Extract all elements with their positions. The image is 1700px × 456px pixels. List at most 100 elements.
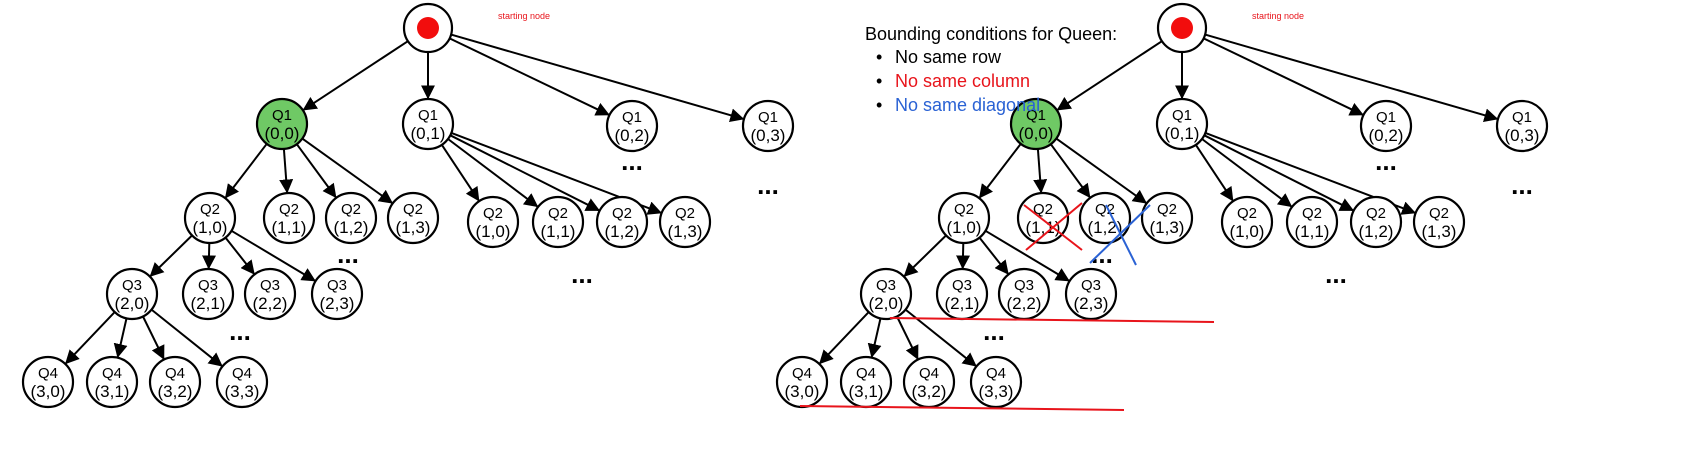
left-tree-q2-node-a-1: Q2(1,1) — [262, 191, 316, 245]
left-tree-q4-node-0-circle — [21, 355, 75, 409]
left-tree-q3-node-3-coord: (2,3) — [320, 294, 355, 313]
right-tree-q1-node-1-coord: (0,1) — [1165, 124, 1200, 143]
right-tree-q3-node-1-coord: (2,1) — [945, 294, 980, 313]
right-tree-q2-node-a-2-edge — [1049, 143, 1091, 199]
left-tree-q1-node-0-label: Q1 — [272, 107, 292, 124]
left-tree-q1-node-0-coord: (0,0) — [265, 124, 300, 143]
left-tree-q4-node-2-circle — [148, 355, 202, 409]
left-tree-q3-node-1: Q3(2,1) — [181, 267, 235, 321]
right-tree-q4-node-0-label: Q4 — [792, 365, 812, 382]
right-tree-q3-node-0-label: Q3 — [876, 277, 896, 294]
left-tree-q4-node-0-label: Q4 — [38, 365, 58, 382]
right-tree-q2-node-b-3-circle — [1412, 195, 1466, 249]
right-tree-q3-node-2-label: Q3 — [1014, 277, 1034, 294]
right-tree-q1-node-1-label: Q1 — [1172, 107, 1192, 124]
legend-bullet-0: • — [876, 47, 882, 67]
left-tree-q3-node-2: Q3(2,2) — [243, 267, 297, 321]
left-tree-q1-node-0: Q1(0,0) — [255, 97, 309, 151]
left-tree-q2-node-b-0-edge — [440, 144, 480, 202]
right-tree-q2-node-a-3-label: Q2 — [1157, 201, 1177, 218]
left-tree-q1-node-2-label: Q1 — [622, 109, 642, 126]
right-tree-q2-node-a-0-edge — [978, 143, 1022, 199]
right-tree-q2-node-b-1-edge — [1201, 138, 1293, 208]
right-tree-ellipsis-0: ... — [1375, 146, 1397, 176]
left-tree-q2-node-b-0-circle — [466, 195, 520, 249]
left-tree-q3-node-3-edge — [230, 229, 316, 282]
left-tree-q4-node-0-edge — [65, 311, 116, 365]
right-tree-q2-node-a-3: Q2(1,3) — [1140, 191, 1194, 245]
legend-bullet-1: • — [876, 71, 882, 91]
right-tree-q3-node-3-edge — [984, 229, 1070, 282]
right-tree-q1-node-3-circle — [1495, 99, 1549, 153]
right-tree-q4-node-0: Q4(3,0) — [775, 355, 829, 409]
left-tree-q1-node-3-circle — [741, 99, 795, 153]
right-tree-q4-node-1-coord: (3,1) — [849, 382, 884, 401]
right-tree-q2-node-b-1-coord: (1,1) — [1295, 222, 1330, 241]
right-tree-q1-node-3: Q1(0,3) — [1495, 99, 1549, 153]
legend-title: Bounding conditions for Queen: — [865, 24, 1117, 44]
left-tree-q2-node-a-0-label: Q2 — [200, 201, 220, 218]
left-tree-q1-node-1: Q1(0,1) — [401, 97, 455, 151]
right-tree-q2-node-b-3-label: Q2 — [1429, 205, 1449, 222]
left-tree-q2-node-a-3-circle — [386, 191, 440, 245]
right-tree-q1-node-3-edge — [1204, 33, 1499, 123]
right-tree-q1-node-1-circle — [1155, 97, 1209, 151]
right-tree-q2-node-a-0-label: Q2 — [954, 201, 974, 218]
right-tree-q2-node-a-2: Q2(1,2) — [1078, 191, 1132, 245]
q2-1-1-diagonal-strike-b — [1105, 204, 1137, 266]
left-tree-q1-node-0-circle — [255, 97, 309, 151]
right-tree-q2-node-b-0-edge — [1194, 144, 1234, 202]
left-tree-q4-node-3: Q4(3,3) — [215, 355, 269, 409]
right-tree-q2-node-a-3-coord: (1,3) — [1150, 218, 1185, 237]
left-tree-q1-node-3-coord: (0,3) — [751, 126, 786, 145]
right-tree-q1-node-3-label: Q1 — [1512, 109, 1532, 126]
right-tree-q3-node-3-circle — [1064, 267, 1118, 321]
left-tree-q1-node-3-edge — [450, 33, 745, 123]
left-tree-q2-node-b-1-coord: (1,1) — [541, 222, 576, 241]
right-tree-q2-node-a-2-circle — [1078, 191, 1132, 245]
right-tree-q4-node-1: Q4(3,1) — [839, 355, 893, 409]
q2-1-0-column-strike-b — [1025, 202, 1083, 251]
left-tree-q2-node-b-3-coord: (1,3) — [668, 222, 703, 241]
left-tree-q2-node-a-1-label: Q2 — [279, 201, 299, 218]
left-tree-q3-node-3-label: Q3 — [327, 277, 347, 294]
left-tree-q2-node-b-2: Q2(1,2) — [595, 195, 649, 249]
left-tree-q4-node-3-circle — [215, 355, 269, 409]
left-tree-q2-node-a-2-label: Q2 — [341, 201, 361, 218]
left-tree-q3-node-3: Q3(2,3) — [310, 267, 364, 321]
left-tree-q2-node-a-1-edge — [279, 148, 294, 194]
bounding-strike-marks — [799, 202, 1215, 411]
right-tree-starting-node-label: starting node — [1252, 11, 1304, 21]
right-tree-q3-node-3-coord: (2,3) — [1074, 294, 1109, 313]
left-tree-q4-node-3-label: Q4 — [232, 365, 252, 382]
right-tree-q2-node-b-0-circle — [1220, 195, 1274, 249]
left-tree-ellipsis-3: ... — [571, 259, 593, 289]
right-tree-q2-node-a-3-edge — [1055, 137, 1148, 204]
left-tree-q1-node-1-coord: (0,1) — [411, 124, 446, 143]
left-tree-q1-node-2-coord: (0,2) — [615, 126, 650, 145]
left-tree-q2-node-a-3-coord: (1,3) — [396, 218, 431, 237]
left-tree-q2-node-a-0-circle — [183, 191, 237, 245]
tree-edges — [65, 33, 1499, 367]
left-tree-q2-node-b-0-coord: (1,0) — [476, 222, 511, 241]
left-tree-q2-node-a-2: Q2(1,2) — [324, 191, 378, 245]
right-tree-q2-node-b-3: Q2(1,3) — [1412, 195, 1466, 249]
right-tree-q2-node-a-1-coord: (1,1) — [1026, 218, 1061, 237]
legend-bullet-2: • — [876, 95, 882, 115]
left-tree-q2-node-a-2-coord: (1,2) — [334, 218, 369, 237]
left-tree-q1-node-1-circle — [401, 97, 455, 151]
left-tree-q2-node-b-2-coord: (1,2) — [605, 222, 640, 241]
right-tree-q2-node-a-3-circle — [1140, 191, 1194, 245]
left-tree-ellipsis-0: ... — [621, 146, 643, 176]
right-tree-q4-node-2-label: Q4 — [919, 365, 939, 382]
left-tree-q2-node-a-2-circle — [324, 191, 378, 245]
left-tree-q4-node-2-coord: (3,2) — [158, 382, 193, 401]
right-tree-q1-node-2-label: Q1 — [1376, 109, 1396, 126]
right-tree-q2-node-a-1-edge — [1033, 148, 1048, 194]
right-tree-q4-node-3-circle — [969, 355, 1023, 409]
right-tree-q2-node-b-1: Q2(1,1) — [1285, 195, 1339, 249]
legend-item-0: No same row — [895, 47, 1002, 67]
left-tree-q3-node-0-edge — [149, 234, 193, 277]
left-tree-q1-node-3: Q1(0,3) — [741, 99, 795, 153]
left-tree-q3-node-0-label: Q3 — [122, 277, 142, 294]
